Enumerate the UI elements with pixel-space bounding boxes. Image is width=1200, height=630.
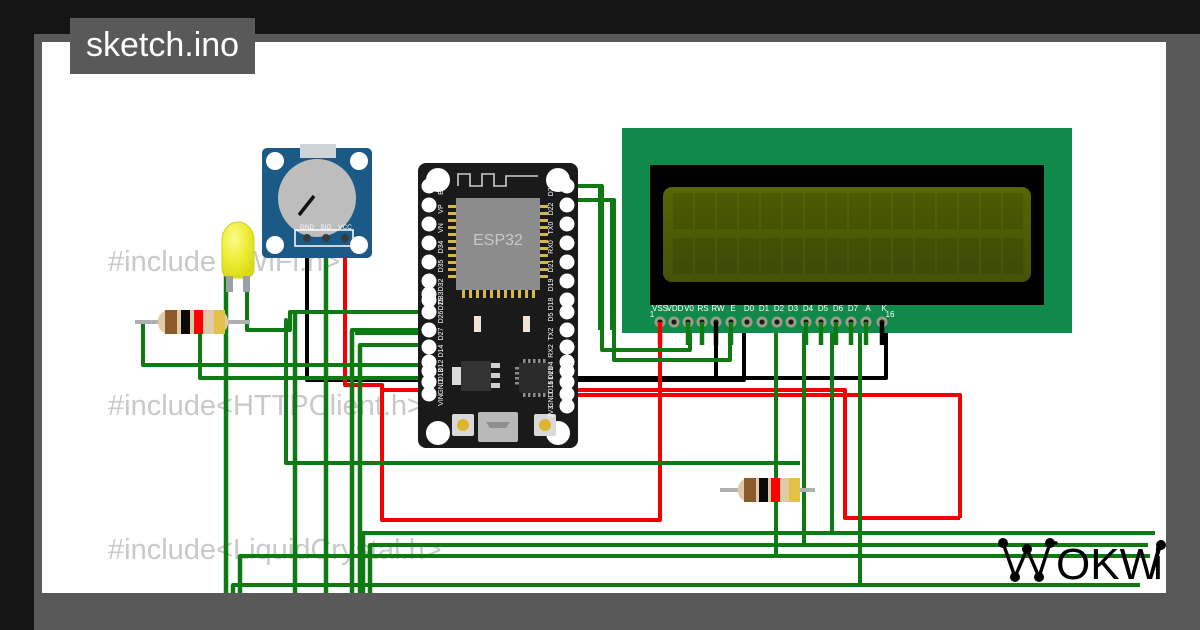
code-overlay: #include <WiFi.h> #include<HTTPClient.h>… xyxy=(108,142,1166,593)
svg-text:i: i xyxy=(1153,540,1163,587)
svg-text:OKW: OKW xyxy=(1056,540,1162,587)
wokwi-logo: OKW i xyxy=(993,533,1178,592)
code-line: #include <WiFi.h> xyxy=(108,246,341,278)
file-tab-badge[interactable]: sketch.ino xyxy=(70,18,256,74)
code-line: #include<HTTPClient.h> xyxy=(108,390,424,422)
diagram-canvas[interactable]: #include <WiFi.h> #include<HTTPClient.h>… xyxy=(42,42,1166,593)
